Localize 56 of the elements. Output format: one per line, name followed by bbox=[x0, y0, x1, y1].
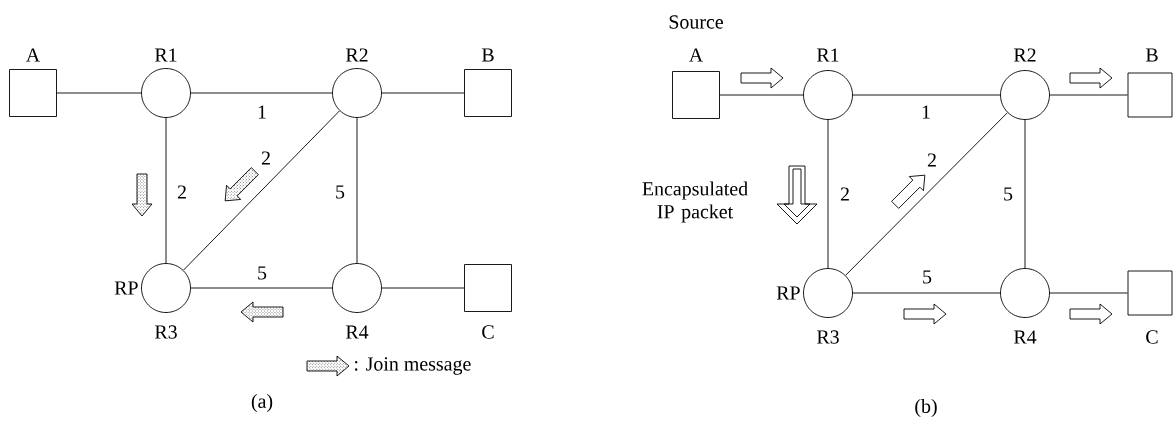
node-label: C bbox=[1146, 330, 1158, 344]
link-line bbox=[190, 92, 333, 94]
direction-arrow bbox=[903, 303, 947, 325]
direction-arrow bbox=[1069, 67, 1113, 89]
caption-text: (a) bbox=[251, 393, 273, 413]
node-label: R2 bbox=[1013, 48, 1036, 62]
node-label: B bbox=[481, 48, 494, 62]
node-label: R1 bbox=[154, 48, 177, 62]
link-line bbox=[719, 94, 804, 96]
node-label: A bbox=[689, 48, 704, 62]
node-label: R4 bbox=[1013, 330, 1037, 344]
edge-label: 2 bbox=[260, 150, 272, 166]
direction-arrow bbox=[1069, 303, 1113, 325]
link-line bbox=[852, 94, 1001, 96]
link-line bbox=[1049, 292, 1128, 294]
link-line bbox=[381, 92, 465, 94]
caption-text: Encapsulated IP packet bbox=[642, 181, 748, 223]
link-line bbox=[852, 292, 1001, 294]
edge-label: 5 bbox=[1002, 186, 1014, 202]
edge-label: 2 bbox=[176, 184, 188, 200]
direction-arrow bbox=[776, 165, 818, 225]
node-label: R3 bbox=[816, 330, 839, 344]
edge-label: 5 bbox=[334, 184, 346, 200]
node-label: R4 bbox=[345, 325, 369, 339]
edge-label: 5 bbox=[256, 265, 268, 281]
node-label: Source bbox=[669, 15, 723, 29]
node-label: A bbox=[26, 48, 41, 62]
link-line bbox=[183, 110, 340, 271]
link-line bbox=[827, 119, 829, 269]
link-line bbox=[381, 287, 465, 289]
node-label: C bbox=[482, 325, 494, 339]
node-label: R2 bbox=[345, 48, 368, 62]
edge-label: 1 bbox=[256, 104, 268, 120]
link-line bbox=[190, 287, 333, 289]
edge-label: 5 bbox=[921, 269, 933, 285]
node-label: RP bbox=[776, 286, 800, 300]
edge-label: 2 bbox=[839, 186, 851, 202]
link-line bbox=[356, 117, 358, 264]
direction-arrow bbox=[740, 67, 784, 89]
node-label: R1 bbox=[816, 48, 839, 62]
link-line bbox=[165, 117, 167, 264]
node-label: R3 bbox=[154, 325, 177, 339]
edge-label: 1 bbox=[920, 104, 932, 120]
link-line bbox=[56, 92, 142, 94]
link-line bbox=[1049, 94, 1128, 96]
caption-text: (b) bbox=[915, 398, 937, 418]
link-line bbox=[845, 112, 1008, 276]
direction-arrow bbox=[224, 167, 259, 202]
node-label: RP bbox=[114, 281, 138, 295]
link-line bbox=[1024, 119, 1026, 269]
edge-label: 2 bbox=[926, 152, 938, 168]
direction-arrow bbox=[891, 174, 926, 209]
direction-arrow bbox=[131, 173, 153, 217]
direction-arrow bbox=[240, 301, 284, 323]
legend-text: : Join message bbox=[355, 357, 471, 375]
node-label: B bbox=[1145, 48, 1158, 62]
